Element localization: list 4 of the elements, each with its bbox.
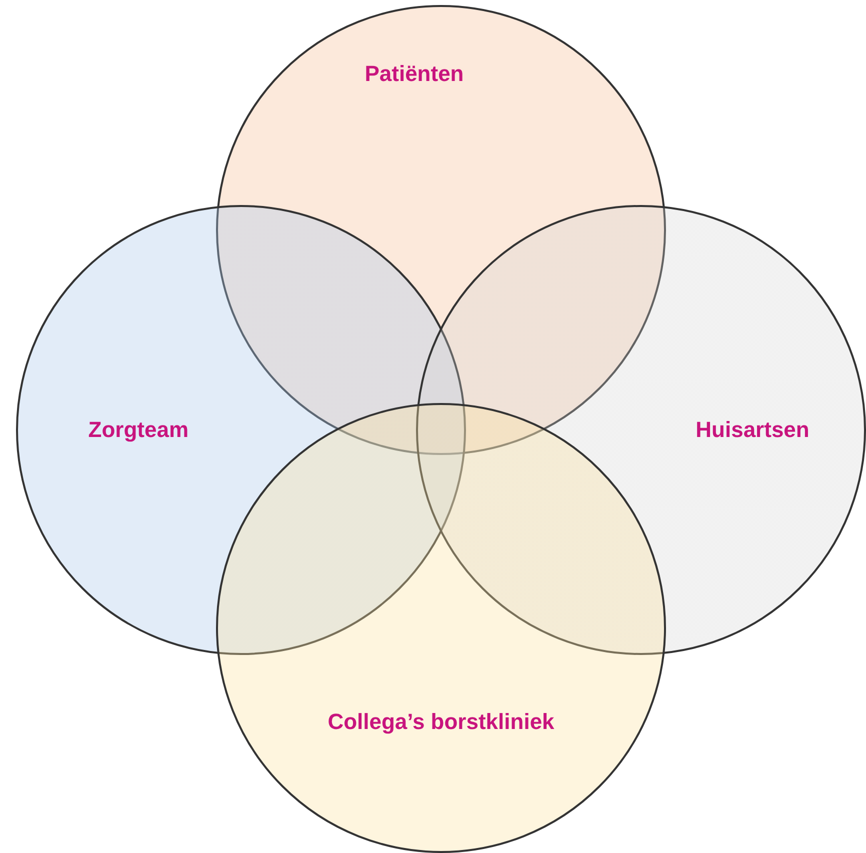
circle-label: Collega’s borstkliniek xyxy=(328,708,554,735)
circle-label: Patiënten xyxy=(364,60,464,87)
circle-label: Huisartsen xyxy=(696,417,810,443)
circle-label: Zorgteam xyxy=(88,417,189,443)
